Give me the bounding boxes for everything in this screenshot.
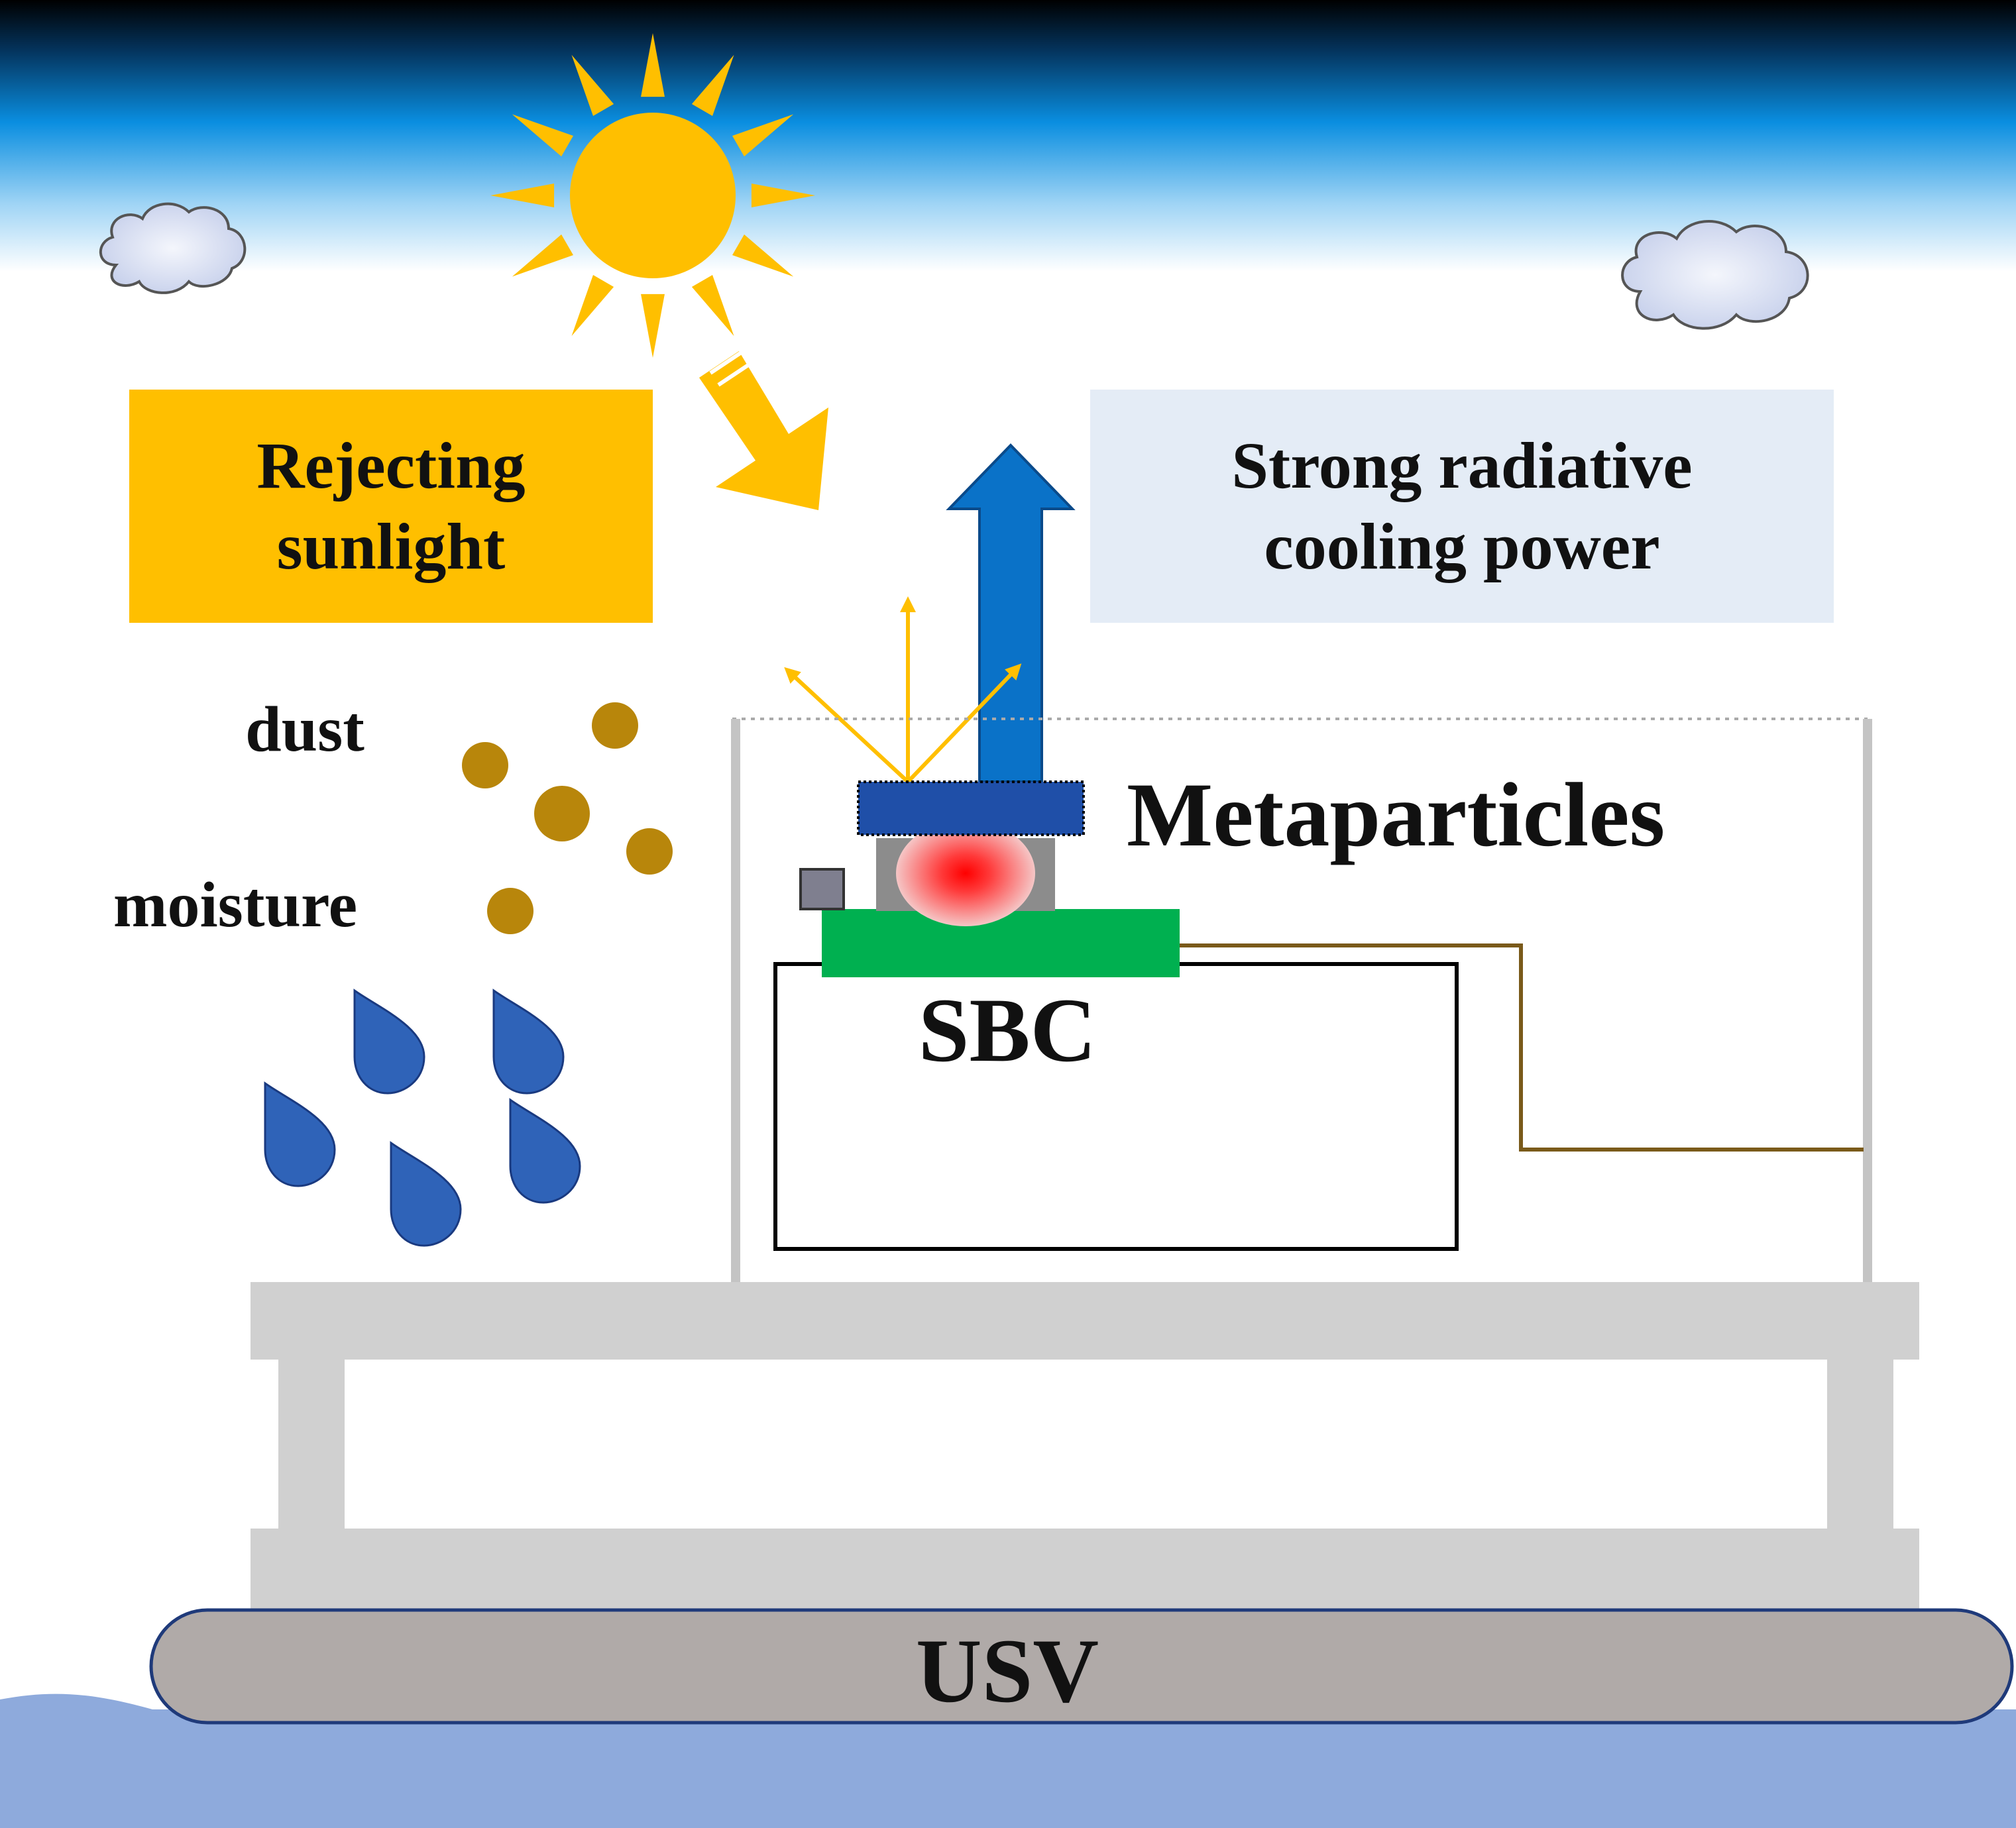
water-drops bbox=[264, 989, 581, 1247]
sensor-chip bbox=[799, 868, 845, 910]
sun-ray bbox=[732, 114, 794, 157]
cloud-icon-left bbox=[99, 202, 247, 294]
sun-ray bbox=[691, 274, 734, 337]
sun-ray bbox=[641, 294, 665, 358]
sun-icon bbox=[490, 33, 815, 358]
metaparticles-label: Metaparticles bbox=[1127, 764, 1665, 865]
sbc-box bbox=[773, 962, 1459, 1251]
sun-ray bbox=[751, 184, 815, 207]
water-drop-icon bbox=[353, 989, 425, 1095]
sensor-wire bbox=[1180, 943, 1864, 1152]
cooling-power-line1: Strong radiative bbox=[1231, 429, 1693, 502]
sun-ray bbox=[490, 184, 555, 207]
usv-label: USV bbox=[915, 1620, 1099, 1721]
pcb-board bbox=[822, 909, 1180, 977]
sbc-label: SBC bbox=[918, 979, 1097, 1081]
reflected-sunlight-arrows bbox=[784, 596, 1022, 784]
dust-label: dust bbox=[245, 694, 364, 765]
sunlight-arrow-icon bbox=[699, 333, 828, 510]
sun-ray bbox=[512, 114, 574, 157]
water-surface bbox=[0, 1694, 2016, 1828]
moisture-label: moisture bbox=[113, 869, 358, 941]
cloud-icon-right bbox=[1621, 220, 1809, 330]
sun-ray bbox=[641, 33, 665, 97]
water-drop-icon bbox=[264, 1081, 336, 1187]
water-drop-icon bbox=[492, 989, 565, 1095]
rejecting-sunlight-box bbox=[129, 390, 653, 623]
rejecting-sunlight-line1: Rejecting bbox=[256, 429, 526, 502]
cooling-power-label: Strong radiative cooling power bbox=[1090, 390, 1834, 623]
sun-ray bbox=[571, 54, 614, 117]
dust-particles bbox=[462, 702, 673, 934]
radiative-cooling-arrow-icon bbox=[946, 443, 1076, 783]
water-drop-icon bbox=[509, 1098, 581, 1204]
heat-spot-icon bbox=[896, 820, 1035, 926]
cooling-power-box bbox=[1090, 390, 1834, 623]
sun-ray bbox=[571, 274, 614, 337]
platform-frame bbox=[251, 1282, 1919, 1611]
metaparticle-coating bbox=[857, 780, 1085, 836]
sun-ray bbox=[732, 234, 794, 277]
usv-hull bbox=[149, 1608, 2014, 1725]
water-drop-icon bbox=[390, 1141, 462, 1247]
cooling-power-line2: cooling power bbox=[1264, 510, 1660, 583]
rejecting-sunlight-line2: sunlight bbox=[276, 510, 506, 583]
sky-gradient bbox=[0, 0, 2016, 272]
rejecting-sunlight-label: Rejecting sunlight bbox=[129, 390, 653, 623]
sun-ray bbox=[512, 234, 574, 277]
sun-ray bbox=[691, 54, 734, 117]
